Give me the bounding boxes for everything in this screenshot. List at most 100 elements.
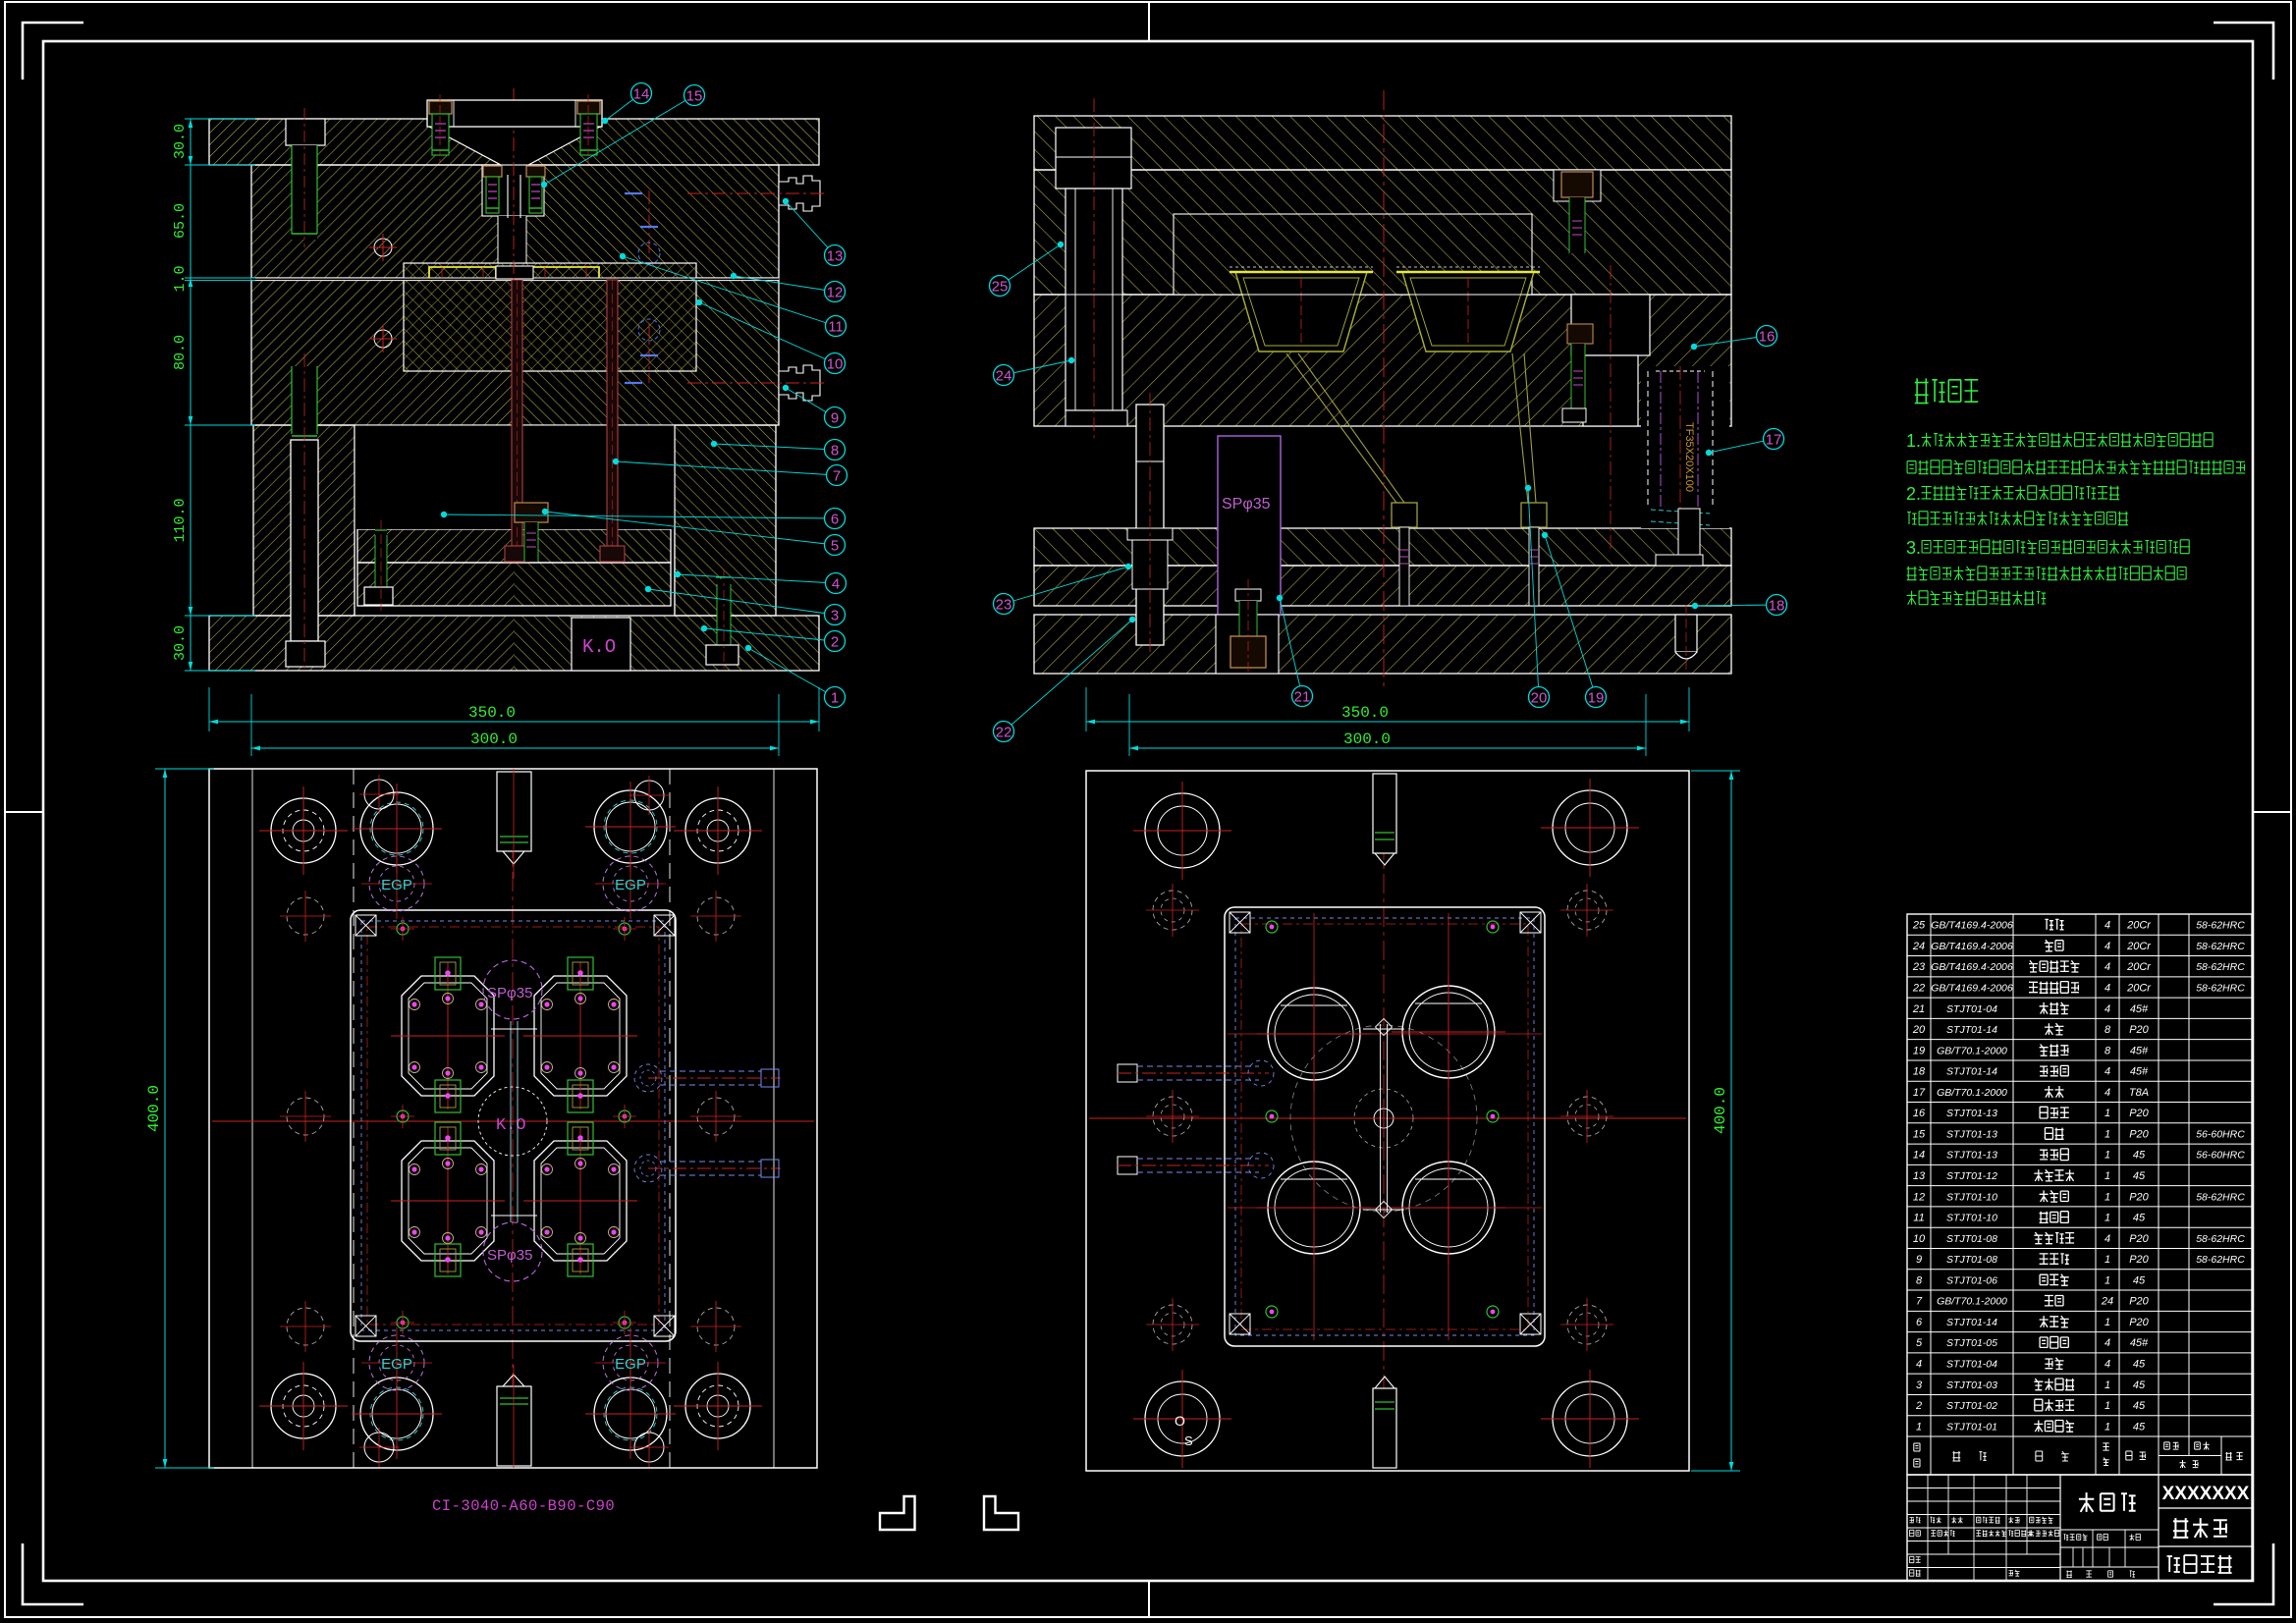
- svg-text:GB/T4169.4-2006: GB/T4169.4-2006: [1931, 982, 2013, 994]
- svg-text:10: 10: [1913, 1233, 1926, 1245]
- svg-text:STJT01-12: STJT01-12: [1946, 1170, 1997, 1182]
- svg-text:9: 9: [831, 410, 839, 427]
- svg-text:1: 1: [2105, 1128, 2110, 1140]
- svg-text:58-62HRC: 58-62HRC: [2196, 1191, 2245, 1203]
- svg-text:14: 14: [1913, 1150, 1925, 1162]
- svg-text:350.0: 350.0: [1341, 704, 1389, 722]
- svg-text:80.0: 80.0: [172, 335, 189, 370]
- svg-text:STJT01-10: STJT01-10: [1946, 1191, 1997, 1203]
- svg-text:350.0: 350.0: [468, 704, 516, 722]
- svg-text:STJT01-13: STJT01-13: [1946, 1108, 1997, 1119]
- svg-text:STJT01-08: STJT01-08: [1946, 1233, 1997, 1245]
- svg-text:XXXXXXX: XXXXXXX: [2162, 1484, 2250, 1504]
- svg-text:5: 5: [831, 538, 839, 555]
- svg-text:45: 45: [2133, 1150, 2146, 1162]
- svg-text:2: 2: [1915, 1400, 1922, 1412]
- svg-text:23: 23: [996, 597, 1012, 614]
- svg-text:P20: P20: [2129, 1108, 2149, 1119]
- svg-text:1: 1: [2105, 1191, 2110, 1203]
- svg-text:24: 24: [2101, 1296, 2113, 1308]
- svg-text:1: 1: [2105, 1400, 2110, 1412]
- svg-text:3: 3: [831, 608, 839, 624]
- svg-text:4: 4: [2105, 1066, 2110, 1078]
- svg-text:58-62HRC: 58-62HRC: [2196, 1233, 2245, 1245]
- svg-text:6: 6: [1916, 1317, 1923, 1328]
- svg-text:P20: P20: [2129, 1233, 2149, 1245]
- svg-text:14: 14: [633, 86, 650, 103]
- svg-text:4: 4: [1916, 1359, 1922, 1371]
- svg-text:30.0: 30.0: [172, 625, 189, 661]
- svg-text:20Cr: 20Cr: [2126, 920, 2152, 932]
- svg-text:24: 24: [1912, 941, 1925, 952]
- svg-text:GB/T4169.4-2006: GB/T4169.4-2006: [1931, 941, 2013, 952]
- svg-text:STJT01-04: STJT01-04: [1946, 1003, 1997, 1015]
- svg-text:GB/T70.1-2000: GB/T70.1-2000: [1937, 1087, 2007, 1099]
- svg-text:6: 6: [831, 512, 839, 528]
- svg-text:45: 45: [2133, 1274, 2146, 1286]
- svg-text:STJT01-02: STJT01-02: [1946, 1400, 1997, 1412]
- svg-text:8: 8: [1916, 1274, 1923, 1286]
- svg-text:1: 1: [2105, 1108, 2110, 1119]
- svg-text:1.0: 1.0: [172, 265, 189, 292]
- svg-text:STJT01-10: STJT01-10: [1946, 1213, 1997, 1224]
- svg-text:STJT01-14: STJT01-14: [1946, 1317, 1997, 1328]
- svg-text:4: 4: [2105, 1233, 2110, 1245]
- svg-text:4: 4: [2105, 961, 2110, 973]
- svg-text:45#: 45#: [2130, 1003, 2149, 1015]
- svg-text:SPφ35: SPφ35: [487, 1247, 532, 1264]
- svg-text:GB/T4169.4-2006: GB/T4169.4-2006: [1931, 961, 2013, 973]
- svg-text:13: 13: [1913, 1170, 1926, 1182]
- svg-text:11: 11: [828, 319, 844, 336]
- svg-text:45#: 45#: [2130, 1337, 2149, 1349]
- svg-text:P20: P20: [2129, 1254, 2149, 1266]
- svg-text:56-60HRC: 56-60HRC: [2196, 1128, 2245, 1140]
- svg-text:4: 4: [832, 576, 840, 593]
- svg-text:20: 20: [1531, 690, 1548, 707]
- svg-text:21: 21: [1912, 1003, 1925, 1015]
- svg-text:STJT01-08: STJT01-08: [1946, 1254, 1997, 1266]
- svg-text:P20: P20: [2129, 1024, 2149, 1036]
- svg-text:GB/T70.1-2000: GB/T70.1-2000: [1937, 1296, 2007, 1308]
- svg-text:45: 45: [2133, 1359, 2146, 1371]
- svg-text:P20: P20: [2129, 1191, 2149, 1203]
- svg-text:P20: P20: [2129, 1128, 2149, 1140]
- svg-text:18: 18: [1769, 598, 1785, 615]
- svg-text:45: 45: [2133, 1213, 2146, 1224]
- svg-text:58-62HRC: 58-62HRC: [2196, 1254, 2245, 1266]
- svg-text:EGP: EGP: [615, 877, 646, 893]
- svg-text:8: 8: [2105, 1024, 2111, 1036]
- svg-text:1: 1: [2105, 1213, 2110, 1224]
- svg-text:K.O: K.O: [582, 636, 616, 658]
- svg-text:20Cr: 20Cr: [2126, 961, 2152, 973]
- svg-text:4: 4: [2105, 1337, 2110, 1349]
- svg-text:4: 4: [2105, 1003, 2110, 1015]
- svg-text:16: 16: [1913, 1108, 1926, 1119]
- svg-text:400.0: 400.0: [1712, 1087, 1729, 1134]
- svg-text:45#: 45#: [2130, 1066, 2149, 1078]
- svg-text:58-62HRC: 58-62HRC: [2196, 941, 2245, 952]
- svg-text:12: 12: [1913, 1191, 1925, 1203]
- svg-text:1.: 1.: [1906, 431, 1921, 451]
- svg-text:9: 9: [1916, 1254, 1922, 1266]
- svg-text:EGP: EGP: [381, 877, 412, 893]
- svg-text:58-62HRC: 58-62HRC: [2196, 961, 2245, 973]
- svg-text:13: 13: [827, 248, 844, 265]
- svg-text:45#: 45#: [2130, 1045, 2149, 1056]
- svg-text:4: 4: [2105, 1359, 2110, 1371]
- svg-text:58-62HRC: 58-62HRC: [2196, 982, 2245, 994]
- svg-text:EGP: EGP: [615, 1356, 646, 1373]
- svg-text:1: 1: [2105, 1254, 2110, 1266]
- svg-text:45: 45: [2133, 1421, 2146, 1433]
- svg-text:GB/T4169.4-2006: GB/T4169.4-2006: [1931, 920, 2013, 932]
- svg-text:12: 12: [827, 285, 844, 301]
- svg-text:STJT01-06: STJT01-06: [1946, 1274, 1997, 1286]
- svg-text:5: 5: [1916, 1337, 1923, 1349]
- svg-text:1: 1: [2105, 1380, 2110, 1391]
- svg-text:10: 10: [827, 356, 844, 373]
- svg-text:25: 25: [992, 279, 1009, 296]
- svg-text:O: O: [1175, 1413, 1185, 1429]
- svg-text:3.: 3.: [1906, 538, 1921, 558]
- svg-text:400.0: 400.0: [145, 1085, 163, 1132]
- svg-text:3: 3: [1916, 1380, 1923, 1391]
- svg-text:24: 24: [996, 368, 1012, 385]
